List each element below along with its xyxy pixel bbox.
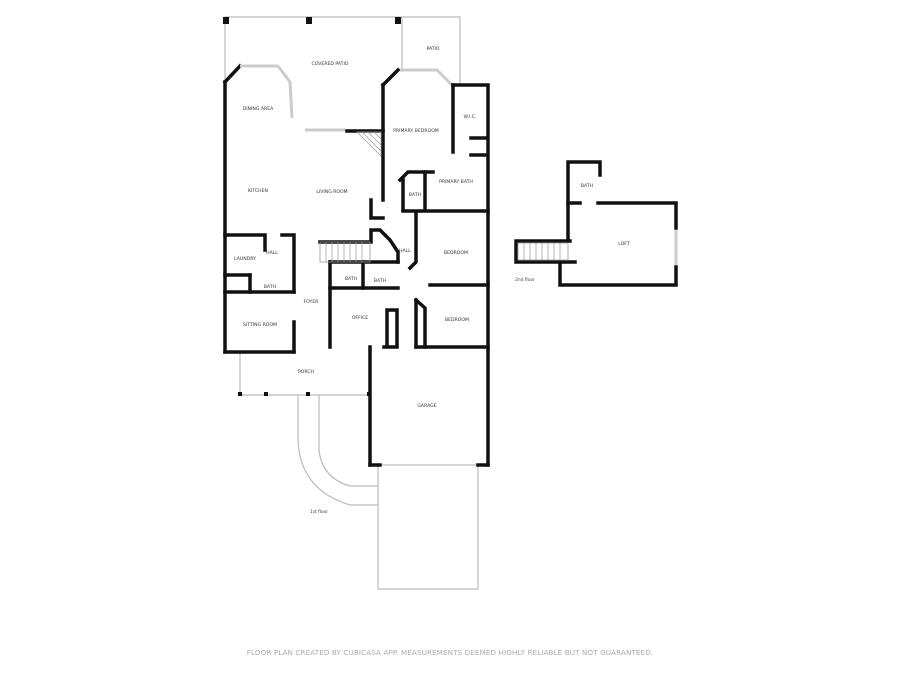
label-wic: W.I.C.: [464, 114, 477, 120]
label-dining-area: DINING AREA: [243, 106, 274, 112]
label-kitchen: KITCHEN: [248, 188, 268, 194]
first-floor-stairs: [319, 131, 382, 263]
walkway-inner: [318, 395, 378, 487]
label-covered-patio: COVERED PATIO: [312, 61, 349, 67]
second-floor-walls: [514, 160, 678, 287]
label-bath-primary-side: BATH: [409, 192, 421, 198]
label-living-room: LIVING ROOM: [316, 189, 347, 195]
label-bedroom-2: BEDROOM: [445, 317, 469, 323]
label-laundry: LAUNDRY: [234, 256, 256, 262]
walkway-outer: [297, 395, 378, 506]
post: [306, 392, 310, 396]
label-bath-center-2: BATH: [374, 278, 386, 284]
post: [306, 17, 312, 24]
label-primary-bedroom: PRIMARY BEDROOM: [393, 128, 439, 134]
label-loft: LOFT: [618, 241, 630, 247]
label-office: OFFICE: [352, 315, 368, 321]
post: [395, 17, 401, 24]
label-sitting-room: SITTING ROOM: [243, 322, 277, 328]
label-porch: PORCH: [298, 369, 314, 375]
label-patio: PATIO: [426, 46, 439, 52]
label-bedroom-1: BEDROOM: [444, 250, 468, 256]
driveway: [377, 464, 479, 590]
footer-disclaimer: FLOOR PLAN CREATED BY CUBICASA APP. MEAS…: [246, 648, 654, 657]
label-1st-floor: 1st floor: [310, 509, 328, 515]
room-labels: COVERED PATIO PATIO DINING AREA KITCHEN …: [234, 46, 630, 515]
post: [238, 392, 242, 396]
covered-patio-outline: [224, 16, 461, 85]
label-garage: GARAGE: [417, 403, 436, 409]
label-foyer: FOYER: [304, 299, 320, 305]
post: [223, 17, 229, 24]
label-hall-center: HALL: [399, 248, 411, 254]
post: [264, 392, 268, 396]
first-floor-walls: [222, 63, 490, 467]
outdoor-outlines: [224, 16, 479, 590]
label-bath-laundry: BATH: [264, 284, 276, 290]
label-loft-bath: BATH: [581, 183, 593, 189]
label-bath-center-1: BATH: [345, 276, 357, 282]
posts: [223, 17, 401, 396]
label-primary-bath: PRIMARY BATH: [439, 179, 473, 185]
label-hall-laundry: HALL: [266, 250, 278, 256]
label-2nd-floor: 2nd floor: [515, 277, 535, 283]
